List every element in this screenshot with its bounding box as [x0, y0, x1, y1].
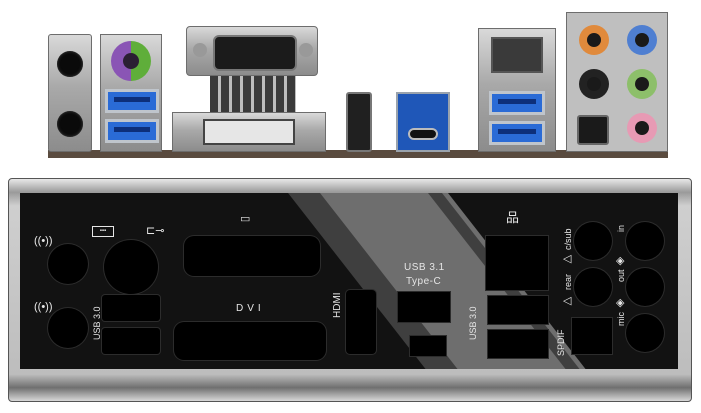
- audio-jack-mic[interactable]: [627, 113, 657, 143]
- audio-jack-line-out[interactable]: [627, 69, 657, 99]
- usb31-stack: [396, 92, 450, 152]
- ps2-combo-port[interactable]: [111, 41, 151, 81]
- network-icon: 品: [506, 210, 520, 225]
- pcb-edge: [48, 150, 668, 158]
- wifi-antenna-icon: ((•)): [34, 235, 53, 247]
- rear-label: rear: [563, 273, 573, 290]
- in-label: in: [616, 224, 626, 232]
- mouse-icon: ⊏⊸: [146, 225, 165, 237]
- usb-hole-right-2: [488, 330, 548, 358]
- antenna-port-1[interactable]: [57, 51, 83, 77]
- usb-type-c-port[interactable]: [408, 128, 438, 140]
- usb3-port-left-2[interactable]: [105, 119, 159, 143]
- wifi-hole-1: [48, 244, 88, 284]
- dvi-port-housing: [172, 112, 326, 152]
- spdif-label: SPDIF: [556, 329, 566, 356]
- usb3-port-right-2[interactable]: [489, 121, 545, 145]
- wifi-antenna-bracket: [48, 34, 92, 152]
- dsub-screw-left: [193, 43, 207, 57]
- usb-hole-left-1: [102, 295, 160, 321]
- hdmi-label: HDMI: [332, 292, 343, 318]
- speaker-icon: ◁: [563, 253, 572, 265]
- usb30-right-label: USB 3.0: [468, 306, 478, 340]
- dvi-port[interactable]: [203, 119, 295, 145]
- rj45-lan-port[interactable]: [491, 37, 543, 73]
- lan-hole: [486, 236, 548, 290]
- csub-label: c/sub: [563, 228, 573, 250]
- audio-hole-out: [626, 268, 664, 306]
- wifi-antenna-icon: ((•)): [34, 301, 53, 313]
- usb31-type-a-hole: [398, 292, 450, 322]
- usb31-label-line1: USB 3.1: [404, 262, 445, 273]
- audio-hole-in: [626, 222, 664, 260]
- ps2-usb-stack: [100, 34, 162, 152]
- audio-jack-rear[interactable]: [579, 69, 609, 99]
- usb-hole-left-2: [102, 328, 160, 354]
- audio-hole-csub: [574, 222, 612, 260]
- dsub-screw-right: [299, 43, 313, 57]
- keyboard-icon: ▪▪▪: [92, 226, 114, 237]
- usb-hole-right-1: [488, 296, 548, 324]
- usb3-port-right-1[interactable]: [489, 91, 545, 115]
- headphone-icon: ◈: [616, 255, 625, 267]
- hdmi-hole: [346, 290, 376, 354]
- hdmi-port[interactable]: [346, 92, 372, 152]
- antenna-port-2[interactable]: [57, 111, 83, 137]
- dsub-port-housing: [186, 26, 318, 76]
- usb31-label-line2: Type-C: [406, 276, 442, 287]
- ps2-hole: [104, 240, 158, 294]
- headphone-icon: ◈: [616, 297, 625, 309]
- connector-pins-block: [210, 76, 296, 112]
- out-label: out: [616, 269, 626, 282]
- audio-hole-rear: [574, 268, 612, 306]
- monitor-icon: ▭: [240, 213, 251, 225]
- dsub-hole: [184, 236, 320, 276]
- usb31-type-c-hole: [410, 336, 446, 356]
- audio-hole-mic: [626, 314, 664, 352]
- spdif-hole: [572, 318, 612, 354]
- dvi-label: DVI: [236, 303, 265, 314]
- audio-jack-block: [566, 12, 668, 152]
- audio-jack-csub[interactable]: [579, 25, 609, 55]
- lan-usb-stack: [478, 28, 556, 152]
- usb30-left-label: USB 3.0: [92, 306, 102, 340]
- usb3-port-left-1[interactable]: [105, 89, 159, 113]
- dsub-port[interactable]: [213, 35, 297, 71]
- spdif-optical-port[interactable]: [577, 115, 609, 145]
- audio-jack-line-in[interactable]: [627, 25, 657, 55]
- wifi-hole-2: [48, 308, 88, 348]
- speaker-icon: ◁: [563, 295, 572, 307]
- mic-label: mic: [616, 312, 626, 326]
- dvi-hole: [174, 322, 326, 360]
